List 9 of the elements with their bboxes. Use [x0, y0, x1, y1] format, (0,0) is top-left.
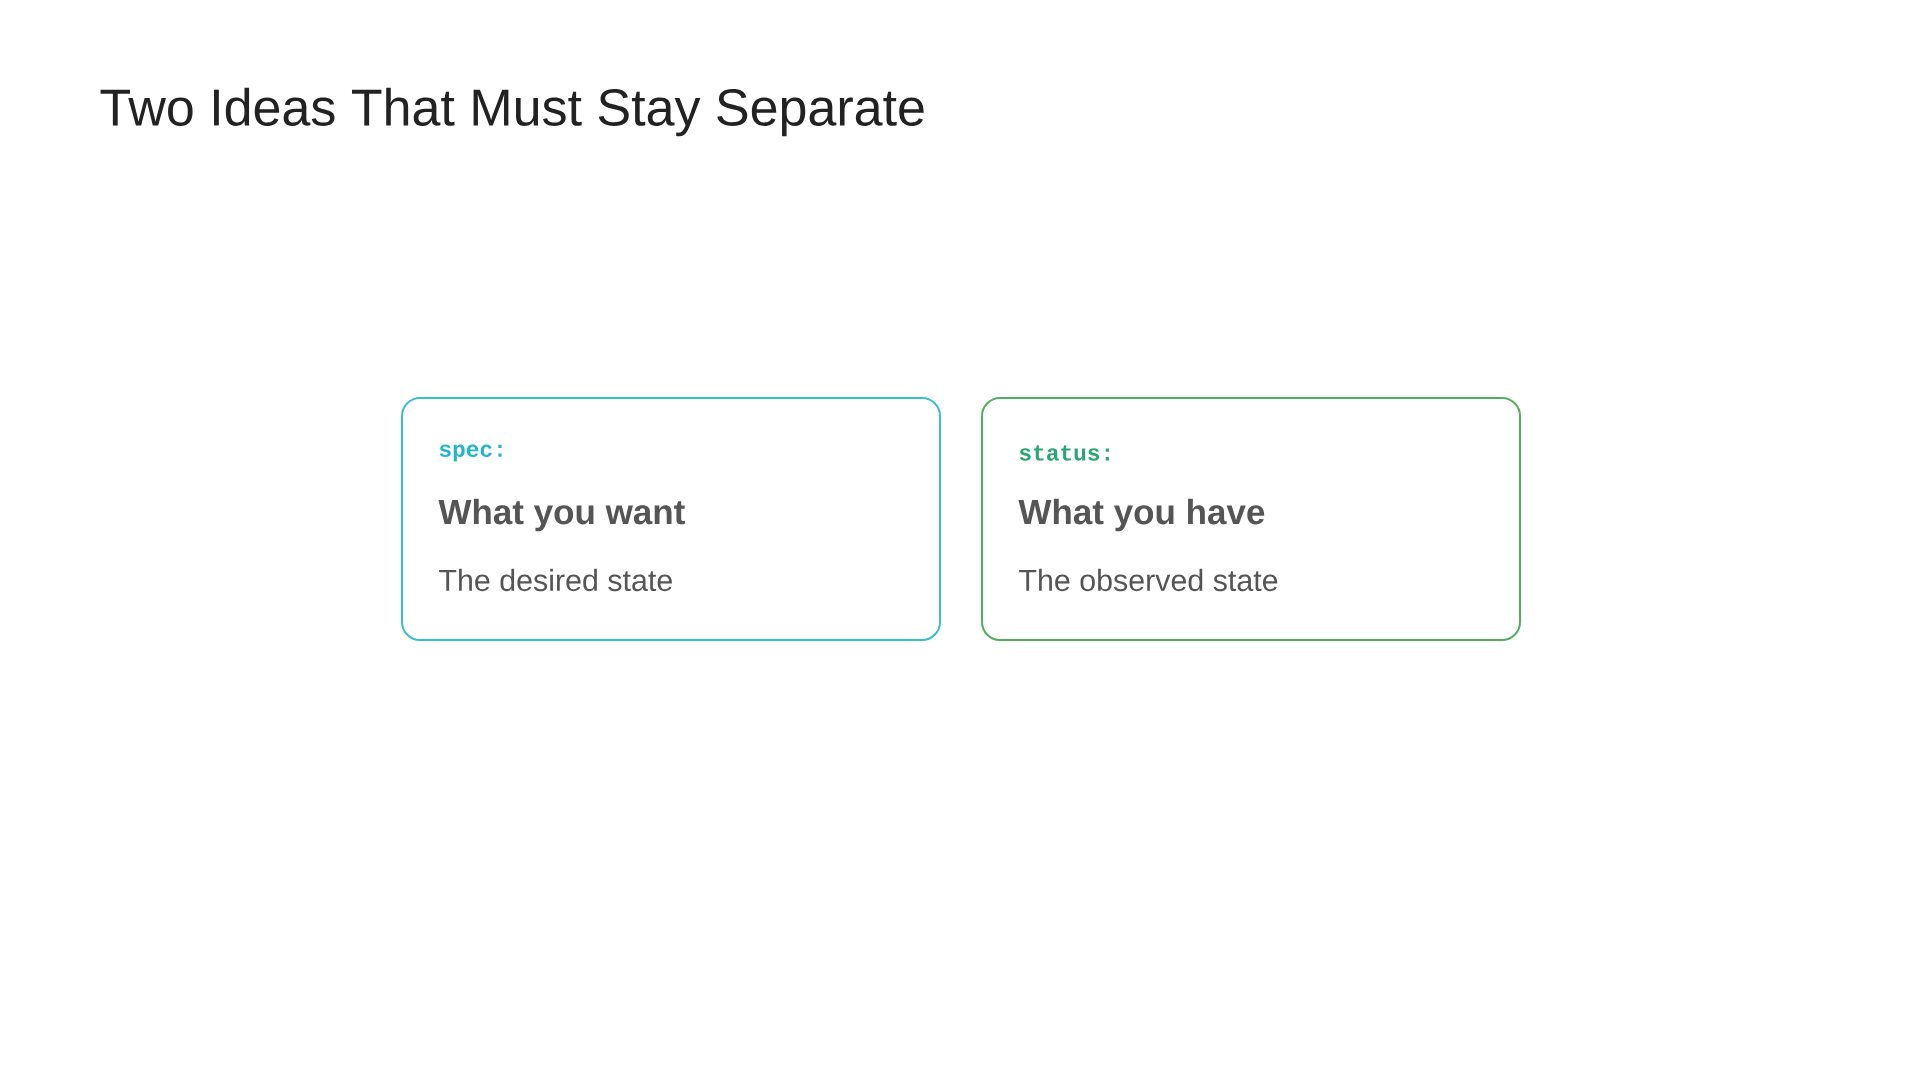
field-key: spec:: [439, 444, 502, 462]
card-heading: What you want: [438, 498, 685, 532]
field-key: status:: [1019, 445, 1109, 461]
title: Two Ideas That Must Stay Separate: [100, 87, 924, 137]
card-text: The observed state: [1019, 568, 1278, 592]
card: [401, 397, 941, 641]
card: [981, 397, 1521, 641]
card-text: The desired state: [439, 568, 672, 592]
card-heading: What you have: [1018, 498, 1265, 532]
